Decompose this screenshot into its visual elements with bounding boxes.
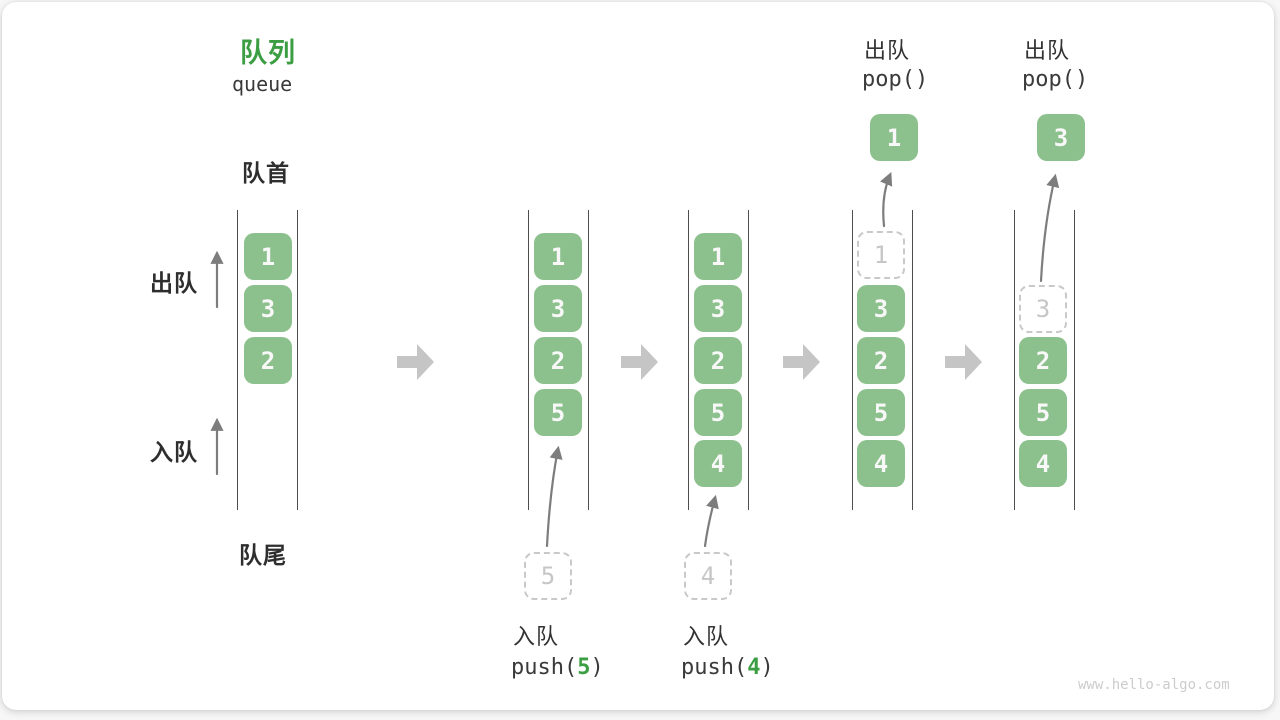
queue-item: 2: [244, 337, 292, 384]
label-queue-front: 队首: [242, 160, 290, 186]
queue-rails-state4: [852, 210, 913, 510]
queue-item: 2: [534, 337, 582, 384]
op-push5-arg: 5: [577, 655, 591, 680]
queue-item: 2: [694, 337, 742, 384]
queue-item: 1: [244, 233, 292, 280]
label-dequeue-direction: 出队: [150, 270, 198, 296]
queue-item: 3: [534, 285, 582, 332]
queue-item: 2: [1019, 337, 1067, 384]
popped-item: 1: [870, 114, 918, 161]
op-pop1-label: 出队: [864, 38, 911, 63]
queue-item: 3: [244, 285, 292, 332]
diagram-card: [2, 2, 1274, 710]
queue-rails-state1: [237, 210, 298, 510]
diagram-title-zh: 队列: [240, 38, 296, 68]
op-push5-call-open: push(: [511, 655, 578, 680]
op-push4-call: push(4): [681, 655, 774, 680]
queue-rails-state2: [528, 210, 589, 510]
watermark: www.hello-algo.com: [1078, 677, 1230, 693]
incoming-item-ghost: 5: [524, 552, 572, 600]
queue-item: 4: [694, 440, 742, 487]
op-push5-call-close: ): [590, 655, 604, 680]
queue-item: 2: [857, 337, 905, 384]
queue-item: 3: [694, 285, 742, 332]
queue-item: 4: [1019, 440, 1067, 487]
queue-item: 1: [694, 233, 742, 280]
label-enqueue-direction: 入队: [150, 439, 198, 465]
removed-item-ghost: 1: [857, 231, 905, 279]
op-pop2-call: pop(): [1022, 67, 1089, 92]
label-queue-rear: 队尾: [239, 542, 287, 568]
op-pop2-label: 出队: [1024, 38, 1071, 63]
op-push4-arg: 4: [747, 655, 761, 680]
op-push4-label: 入队: [683, 624, 730, 649]
queue-rails-state3: [688, 210, 749, 510]
queue-item: 4: [857, 440, 905, 487]
queue-item: 3: [857, 285, 905, 332]
queue-item: 5: [857, 389, 905, 436]
op-pop1-call: pop(): [862, 67, 929, 92]
op-push4-call-close: ): [760, 655, 774, 680]
queue-item: 5: [534, 389, 582, 436]
incoming-item-ghost: 4: [684, 552, 732, 600]
removed-item-ghost: 3: [1019, 285, 1067, 333]
queue-rails-state5: [1014, 210, 1075, 510]
op-push5-label: 入队: [513, 624, 560, 649]
queue-item: 5: [694, 389, 742, 436]
queue-item: 1: [534, 233, 582, 280]
op-push4-call-open: push(: [681, 655, 748, 680]
op-push5-call: push(5): [511, 655, 604, 680]
popped-item: 3: [1037, 114, 1085, 161]
queue-item: 5: [1019, 389, 1067, 436]
diagram-title-en: queue: [232, 72, 293, 96]
